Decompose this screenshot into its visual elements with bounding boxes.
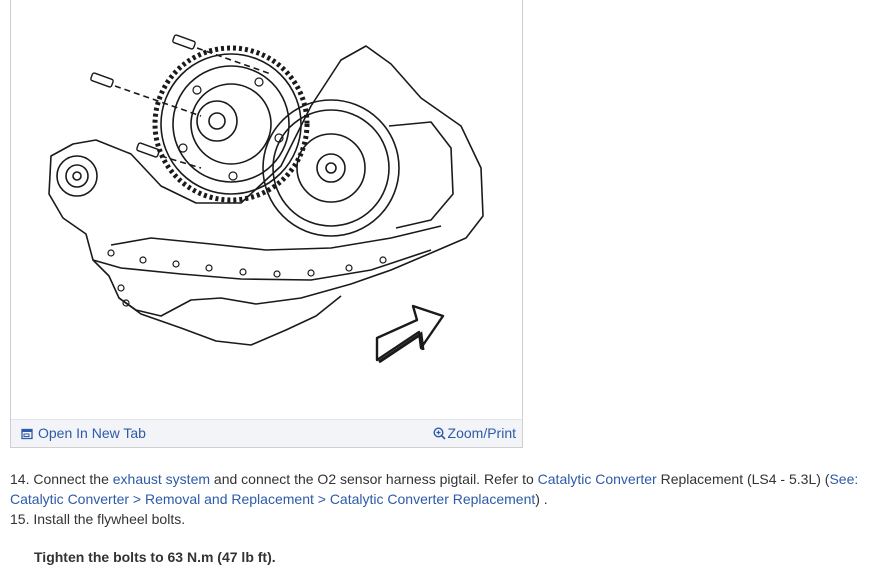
step-number: 14. (10, 471, 30, 487)
procedure-steps: 14. Connect the exhaust system and conne… (10, 469, 875, 529)
step-number: 15. (10, 511, 30, 527)
step-text: Replacement (LS4 - 5.3L) ( (660, 471, 830, 487)
torque-specification: Tighten the bolts to 63 N.m (47 lb ft). (34, 549, 276, 565)
step-15: 15. Install the flywheel bolts. (10, 509, 875, 529)
zoom-print-label: Zoom/Print (447, 425, 516, 441)
step-text: and connect the O2 sensor harness pigtai… (213, 471, 534, 487)
step-text: Connect the (33, 471, 109, 487)
zoom-print-link[interactable]: Zoom/Print (433, 420, 516, 447)
catalytic-converter-link[interactable]: Catalytic Converter (537, 471, 657, 487)
flywheel-installation-diagram (48, 34, 484, 364)
see-catalytic-converter-replacement-link[interactable]: See: Catalytic Converter > Removal and R… (10, 471, 859, 507)
step-text: ) . (535, 491, 548, 507)
step-text: Install the flywheel bolts. (33, 511, 186, 527)
step-14: 14. Connect the exhaust system and conne… (10, 469, 875, 509)
zoom-in-icon (433, 427, 446, 440)
open-in-new-tab-icon (21, 428, 33, 440)
open-in-new-tab-link[interactable]: Open In New Tab (21, 420, 146, 447)
figure-toolbar: Open In New Tab Zoom/Print (11, 419, 522, 447)
exhaust-system-link[interactable]: exhaust system (112, 471, 211, 487)
figure-panel: Open In New Tab Zoom/Print (10, 0, 523, 448)
open-in-new-tab-label: Open In New Tab (38, 425, 146, 441)
